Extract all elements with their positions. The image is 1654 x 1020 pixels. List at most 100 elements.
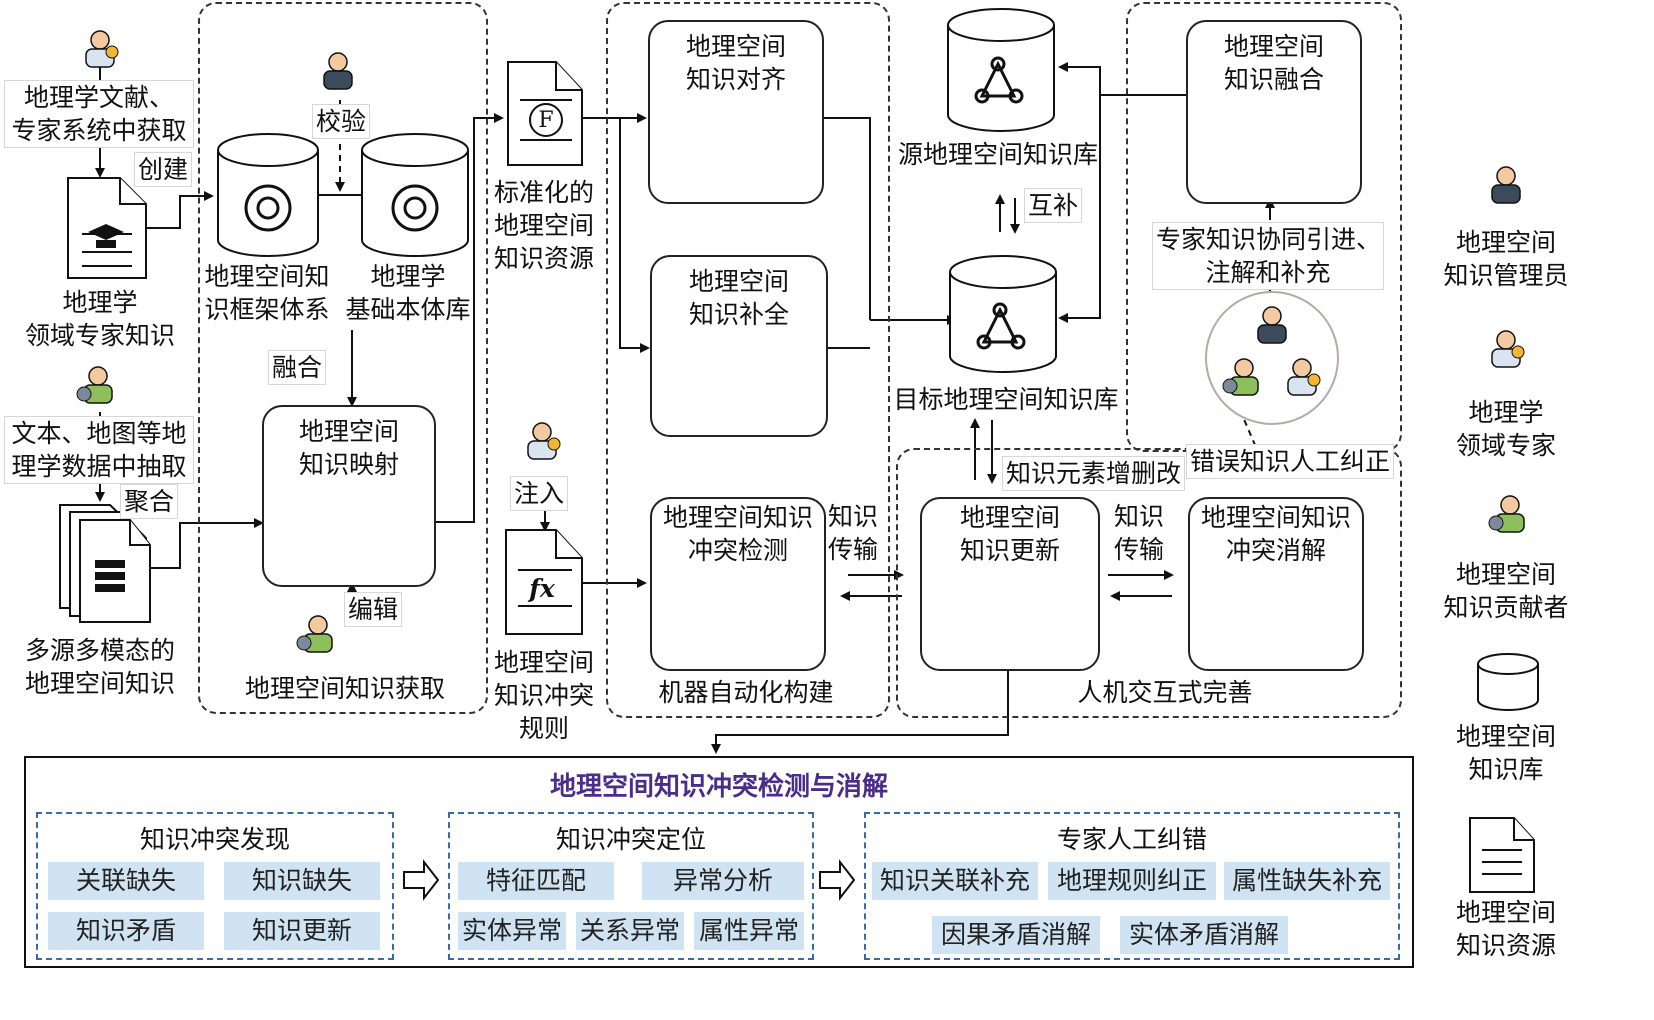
- text-line: 专家系统中获取: [11, 116, 187, 145]
- update-box[interactable]: 地理空间知识更新: [920, 497, 1100, 671]
- check-label: 校验: [312, 104, 371, 139]
- transmit1-label: 知识传输: [822, 500, 884, 566]
- text-line: 标准化的: [493, 178, 594, 207]
- rules-label: 地理空间知识冲突规则: [488, 646, 600, 745]
- resolve-title-2: 冲突消解: [1225, 536, 1326, 565]
- chip-manual-0[interactable]: 知识关联补充: [872, 862, 1038, 900]
- chip-discovery-0[interactable]: 关联缺失: [48, 862, 204, 900]
- resolve-box[interactable]: 地理空间知识冲突消解: [1188, 497, 1364, 671]
- text-line: 规则: [518, 714, 569, 743]
- manual-box: 专家人工纠错 知识关联补充 地理规则纠正 属性缺失补充 因果矛盾消解 实体矛盾消…: [864, 812, 1400, 960]
- text-line: 地理空间: [1455, 228, 1556, 257]
- manual-title: 专家人工纠错: [1056, 825, 1207, 854]
- text-line: 知识: [1113, 502, 1164, 531]
- text-line: 基础本体库: [345, 295, 471, 324]
- chip-locate-1[interactable]: 异常分析: [642, 862, 804, 900]
- text-line: 地理学: [370, 262, 446, 291]
- text-line: 知识: [827, 502, 878, 531]
- source2-label: 文本、地图等地理学数据中抽取: [4, 416, 194, 484]
- text-line: 多源多模态的: [24, 636, 175, 665]
- inject-label: 注入: [510, 476, 569, 511]
- chip-locate-0[interactable]: 特征匹配: [458, 862, 614, 900]
- framework-label: 地理空间知识框架体系: [200, 260, 334, 326]
- person-icons: [76, 30, 1525, 653]
- human-footer: 人机交互式完善: [1077, 678, 1253, 707]
- target-kb-label: 目标地理空间知识库: [893, 385, 1119, 414]
- legend-manager: 地理空间知识管理员: [1436, 226, 1576, 292]
- update-title-1: 地理空间: [959, 503, 1060, 532]
- chip-manual-4[interactable]: 实体矛盾消解: [1120, 916, 1288, 954]
- align-box[interactable]: 地理空间知识对齐: [648, 20, 824, 204]
- text-line: 领域专家知识: [24, 321, 175, 350]
- text-line: 地理空间: [493, 211, 594, 240]
- chip-manual-1[interactable]: 地理规则纠正: [1048, 862, 1216, 900]
- detect-title-2: 冲突检测: [687, 536, 788, 565]
- text-line: 知识资源: [1455, 931, 1556, 960]
- detect-box[interactable]: 地理空间知识冲突检测: [650, 497, 826, 671]
- machine-footer: 机器自动化构建: [658, 678, 834, 707]
- text-line: 传输: [827, 535, 878, 564]
- legend-cylinder: [1477, 653, 1539, 711]
- text-line: 知识管理员: [1443, 261, 1569, 290]
- fusion-title-1: 地理空间: [1223, 32, 1324, 61]
- acquisition-footer: 地理空间知识获取: [244, 674, 445, 703]
- resolve-title-1: 地理空间知识: [1200, 503, 1351, 532]
- text-line: 地理空间: [1455, 560, 1556, 589]
- f-symbol: F: [538, 108, 554, 133]
- chip-locate-3[interactable]: 关系异常: [576, 912, 684, 950]
- fx-symbol: fx: [529, 574, 555, 603]
- legend-resource: 地理空间知识资源: [1436, 896, 1576, 962]
- machine-group: [606, 2, 890, 718]
- legend-geo-expert: 地理学领域专家: [1436, 396, 1576, 462]
- chip-locate-4[interactable]: 属性异常: [694, 912, 804, 950]
- text-line: 知识贡献者: [1443, 593, 1569, 622]
- mapping-title-2: 知识映射: [298, 450, 399, 479]
- text-line: 传输: [1113, 535, 1164, 564]
- fusion-box[interactable]: 地理空间知识融合: [1186, 20, 1362, 204]
- human-group: [896, 448, 1402, 718]
- text-line: 知识库: [1468, 755, 1544, 784]
- legend-contributor: 地理空间知识贡献者: [1436, 558, 1576, 624]
- text-line: 地理学: [1468, 398, 1544, 427]
- chip-discovery-3[interactable]: 知识更新: [224, 912, 380, 950]
- text-line: 注解和补充: [1205, 258, 1331, 287]
- complete-title-1: 地理空间: [688, 267, 789, 296]
- complete-box[interactable]: 地理空间知识补全: [650, 255, 828, 437]
- text-line: 知识冲突: [493, 681, 594, 710]
- chip-discovery-1[interactable]: 知识缺失: [224, 862, 380, 900]
- text-line: 领域专家: [1455, 431, 1556, 460]
- create-label: 创建: [134, 152, 193, 187]
- chip-manual-3[interactable]: 因果矛盾消解: [932, 916, 1100, 954]
- text-line: 地理空间: [493, 648, 594, 677]
- source1-label: 地理学文献、专家系统中获取: [4, 80, 194, 148]
- chip-manual-2[interactable]: 属性缺失补充: [1224, 862, 1390, 900]
- fusion-title-2: 知识融合: [1223, 65, 1324, 94]
- correct-label: 错误知识人工纠正: [1186, 444, 1395, 479]
- domain-knowledge-label: 地理学领域专家知识: [10, 286, 190, 352]
- mutual-label: 互补: [1024, 188, 1083, 223]
- ontology-label: 地理学基础本体库: [340, 260, 476, 326]
- legend-kb: 地理空间知识库: [1436, 720, 1576, 786]
- text-line: 文本、地图等地: [11, 419, 187, 448]
- locate-box: 知识冲突定位 特征匹配 异常分析 实体异常 关系异常 属性异常: [448, 812, 814, 960]
- text-line: 地理学: [62, 288, 138, 317]
- mapping-box[interactable]: 地理空间知识映射: [262, 405, 436, 587]
- text-line: 地理学文献、: [23, 83, 174, 112]
- crud-label: 知识元素增删改: [1002, 456, 1186, 491]
- aggregate-label: 聚合: [120, 484, 179, 519]
- cylinder-target-kb: [949, 255, 1057, 373]
- bottom-title: 地理空间知识冲突检测与消解: [549, 772, 888, 802]
- source-kb-label: 源地理空间知识库: [897, 140, 1098, 169]
- chip-discovery-2[interactable]: 知识矛盾: [48, 912, 204, 950]
- resource-label: 标准化的地理空间知识资源: [488, 176, 600, 275]
- complete-title-2: 知识补全: [688, 300, 789, 329]
- discovery-box: 知识冲突发现 关联缺失 知识缺失 知识矛盾 知识更新: [36, 812, 394, 960]
- text-line: 地理空间知识: [24, 669, 175, 698]
- update-title-2: 知识更新: [959, 536, 1060, 565]
- acquisition-group: [198, 2, 488, 714]
- chip-locate-2[interactable]: 实体异常: [458, 912, 566, 950]
- discovery-title: 知识冲突发现: [139, 825, 290, 854]
- expert-label: 专家知识协同引进、注解和补充: [1152, 222, 1384, 290]
- text-line: 地理空间: [1455, 722, 1556, 751]
